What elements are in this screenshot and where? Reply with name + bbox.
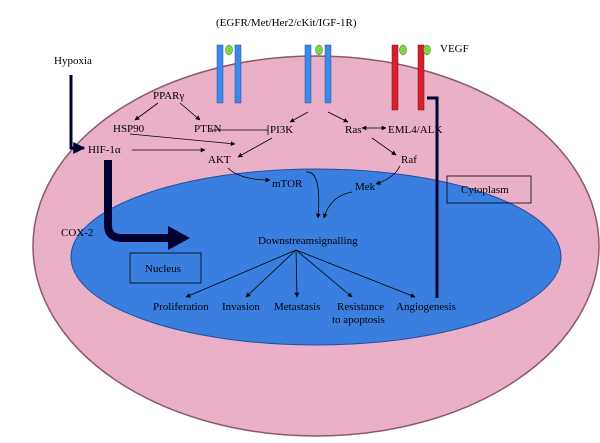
ligand-2 <box>315 44 323 56</box>
vegf-ligand-b <box>423 44 431 56</box>
receptor-2a <box>304 44 312 104</box>
outcome-invasion: Invasion <box>222 301 260 313</box>
raf-label: Raf <box>401 154 417 166</box>
outcome-resistance: Resistance <box>337 301 384 313</box>
ppar-label: PPARγ <box>153 90 185 102</box>
arrow-ppar-pten <box>179 102 201 121</box>
arrow-to-resistance <box>295 249 353 298</box>
cox2-label: COX-2 <box>61 227 93 239</box>
receptor-1a <box>216 44 224 104</box>
pi3k-label: PI3K <box>270 124 293 136</box>
receptor-2b <box>324 44 332 104</box>
arrow-receptor-pi3k <box>289 111 309 123</box>
vegf-ligand-a <box>399 44 407 56</box>
arrow-ppar-hsp90 <box>134 102 159 121</box>
ras-label: Ras <box>345 124 362 136</box>
outcome-proliferation: Proliferation <box>153 301 209 313</box>
ligand-1 <box>225 44 233 56</box>
vegf-receptor-b <box>417 44 425 111</box>
hif-nucleus-arrow <box>104 160 170 242</box>
arrow-to-angiogenesis <box>295 249 416 298</box>
downstream-label: Downstreamsignalling <box>258 235 358 247</box>
pten-label: PTEN <box>194 123 222 135</box>
hif1a-label: HIF-1α <box>88 144 121 156</box>
arrow-raf-mek <box>375 165 401 185</box>
arrow-hsp90-akt <box>129 133 236 146</box>
arrow-mek-downstream <box>322 191 353 219</box>
mek-label: Mek <box>355 181 376 193</box>
arrow-pi3k-akt <box>237 137 273 158</box>
hif-nucleus-arrowhead <box>168 226 190 250</box>
arrow-akt-mtor <box>227 167 271 183</box>
hsp90-label: HSP90 <box>113 123 145 135</box>
cytoplasm-box <box>446 175 532 204</box>
cytoplasm-label: Cytoplasm <box>461 184 509 196</box>
arrow-to-invasion <box>245 249 297 298</box>
arrow-ras-raf <box>371 137 397 156</box>
hypoxia-label: Hypoxia <box>54 55 92 67</box>
vegf-receptor-a <box>391 44 399 111</box>
nucleus-label: Nucleus <box>145 263 181 275</box>
mtor-label: mTOR <box>272 178 303 190</box>
vegf-label: VEGF <box>440 43 469 55</box>
hypoxia-arrow <box>69 75 86 154</box>
arrow-mtor-downstream <box>305 171 321 219</box>
vegf-receptors <box>391 44 431 111</box>
arrow-to-metastasis <box>294 249 300 298</box>
nucleus-box <box>129 252 202 284</box>
receptor-title: (EGFR/Met/Her2/cKit/IGF-1R) <box>216 17 357 29</box>
outcome-angiogenesis: Angiogenesis <box>396 301 456 313</box>
rtk-receptors <box>216 44 332 104</box>
arrow-to-proliferation <box>185 249 297 298</box>
akt-label: AKT <box>208 154 231 166</box>
receptor-1b <box>234 44 242 104</box>
vegf-angiogenesis-line <box>427 96 439 298</box>
arrow-receptor-ras <box>327 111 349 123</box>
outcome-metastasis: Metastasis <box>274 301 320 313</box>
eml4-alk-label: EML4/ALK <box>388 124 442 136</box>
outcome-resistance-line2: to apoptosis <box>332 314 385 326</box>
